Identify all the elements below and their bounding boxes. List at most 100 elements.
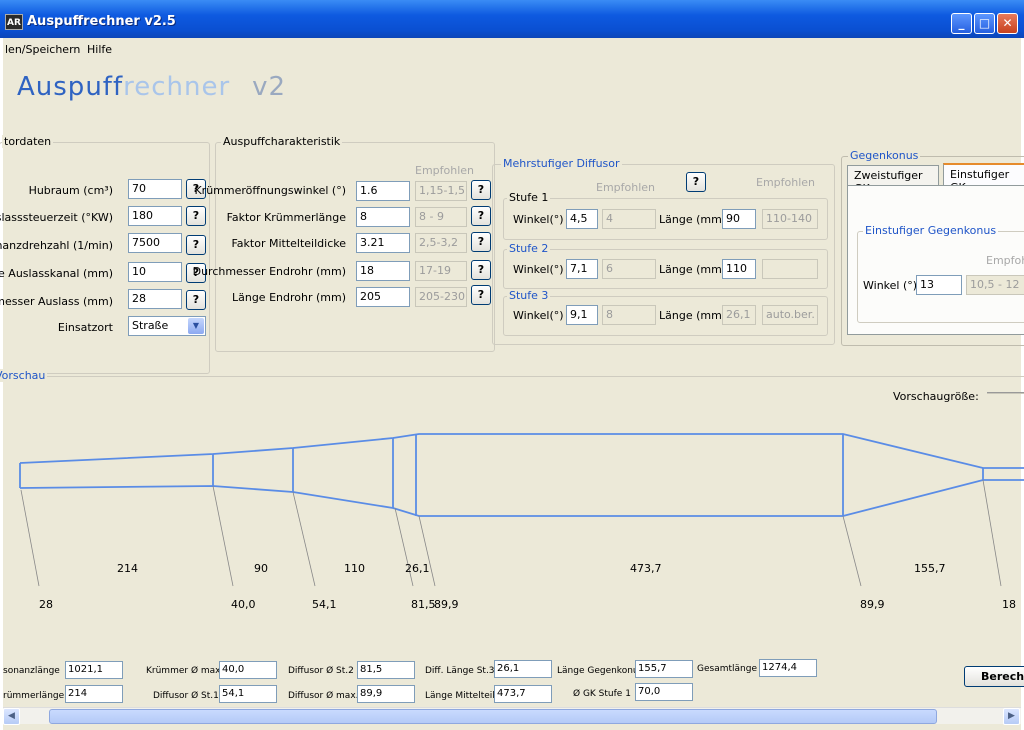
endrohr-laenge-input[interactable]: 205 <box>356 287 410 307</box>
gk-winkel-label: Winkel (°) <box>863 279 918 292</box>
gk-winkel-input[interactable]: 13 <box>916 275 962 295</box>
endrohr-laenge-recommended: 205-230 <box>415 287 467 307</box>
window-title: Auspuffrechner v2.5 <box>27 14 176 29</box>
stufe-3-laenge-value: 26,1 <box>722 305 756 325</box>
stufe-2-winkel-input[interactable]: 7,1 <box>566 259 598 279</box>
help-button-auslasskanal[interactable]: ? <box>186 263 206 283</box>
label-drehzahl: esonanzdrehzahl (1/min) <box>0 239 113 252</box>
help-button-endrohr-laenge[interactable]: ? <box>471 285 491 305</box>
help-button-diffusor[interactable]: ? <box>686 172 706 192</box>
stufe-2-laenge-input[interactable]: 110 <box>722 259 756 279</box>
help-button-kruemmerlaenge[interactable]: ? <box>471 206 491 226</box>
maximize-button[interactable]: □ <box>974 13 995 34</box>
length-label-diff1: 90 <box>254 562 268 575</box>
label-hubraum: Hubraum (cm³) <box>28 184 113 197</box>
gegenkonus-title: Gegenkonus <box>848 149 921 162</box>
stufe-3-laenge-label: Länge (mm) <box>659 309 727 322</box>
help-button-drehzahl[interactable]: ? <box>186 235 206 255</box>
kruemmerwinkel-recommended: 1,15-1,5 <box>415 181 467 201</box>
scrollbar-thumb[interactable] <box>49 709 937 724</box>
stufe-3-title: Stufe 3 <box>507 289 551 302</box>
label-endrohr-durchmesser: Durchmesser Endrohr (mm) <box>192 265 346 278</box>
logo-part-1: Auspuff <box>17 72 124 102</box>
chevron-down-icon[interactable]: ▼ <box>188 318 204 334</box>
hubraum-input[interactable]: 70 <box>128 179 182 199</box>
result-label: sonanzlänge <box>3 666 60 676</box>
help-button-endrohr-durchmesser[interactable]: ? <box>471 260 491 280</box>
leader-line <box>20 489 40 587</box>
diameter-label: 28 <box>39 598 53 611</box>
kruemmerwinkel-input[interactable]: 1.6 <box>356 181 410 201</box>
drehzahl-input[interactable]: 7500 <box>128 233 182 253</box>
stufe-2-laenge-recommended <box>762 259 818 279</box>
gegenkonus-group: Gegenkonus Zweistufiger GK Einstufiger G… <box>841 149 1024 346</box>
result-label: Krümmer Ø max <box>146 666 221 676</box>
leader-line <box>418 515 436 587</box>
horizontal-scrollbar[interactable]: ◀ ▶ <box>3 707 1021 725</box>
auslass-durchmesser-input[interactable]: 28 <box>128 289 182 309</box>
help-button-steuerzeit[interactable]: ? <box>186 206 206 226</box>
auslasskanal-input[interactable]: 10 <box>128 262 182 282</box>
result-label: Länge Gegenkonus <box>557 666 644 676</box>
kruemmerlaenge-input[interactable]: 8 <box>356 207 410 227</box>
leader-line <box>982 479 1002 587</box>
result-resonanzlaenge: 1021,1 <box>65 661 123 679</box>
menu-file[interactable]: len/Speichern <box>5 43 81 56</box>
einstufiger-gk-group: Einstufiger Gegenkonus Empfohlen Winkel … <box>857 224 1024 323</box>
help-button-hubraum[interactable]: ? <box>186 179 206 199</box>
gegenkonus-panel: Einstufiger Gegenkonus Empfohlen Winkel … <box>847 185 1024 335</box>
length-label-gegenkonus: 155,7 <box>914 562 946 575</box>
stufe-2-winkel-recommended: 6 <box>602 259 656 279</box>
result-gk-stufe1: 70,0 <box>635 683 693 701</box>
logo-part-2: rechner <box>123 72 231 102</box>
berechnen-button[interactable]: Berech <box>964 666 1024 687</box>
stufe-1-group: Stufe 1 Winkel(°) 4,5 4 Länge (mm) 90 11… <box>503 191 828 240</box>
close-button[interactable]: ✕ <box>997 13 1018 34</box>
label-auslass-durchmesser: rchmesser Auslass (mm) <box>0 295 113 308</box>
help-button-auslass[interactable]: ? <box>186 290 206 310</box>
stufe-3-winkel-recommended: 8 <box>602 305 656 325</box>
diameter-label: 40,0 <box>231 598 256 611</box>
result-label: Länge Mittelteil <box>425 691 495 701</box>
steuerzeit-input[interactable]: 180 <box>128 206 182 226</box>
length-label-diff2: 110 <box>344 562 365 575</box>
result-label: Diffusor Ø St.1 <box>153 691 219 701</box>
result-label: rümmerlänge <box>3 691 65 701</box>
result-label: Ø GK Stufe 1 <box>573 689 631 699</box>
stufe-3-winkel-input[interactable]: 9,1 <box>566 305 598 325</box>
vorschau-size-slider[interactable] <box>987 392 1024 394</box>
result-label: Diffusor Ø St.2 <box>288 666 354 676</box>
menu-bar: len/Speichern Hilfe <box>3 40 1021 58</box>
label-kruemmerlaenge: Faktor Krümmerlänge <box>226 211 346 224</box>
stufe-1-laenge-recommended: 110-140 <box>762 209 818 229</box>
stufe-2-winkel-label: Winkel(°) <box>513 263 564 276</box>
stufe-1-winkel-input[interactable]: 4,5 <box>566 209 598 229</box>
result-diffusor-st2: 81,5 <box>357 661 415 679</box>
menu-help[interactable]: Hilfe <box>87 43 113 56</box>
help-button-kruemmerwinkel[interactable]: ? <box>471 180 491 200</box>
scroll-right-icon[interactable]: ▶ <box>1003 708 1020 725</box>
endrohr-durchmesser-input[interactable]: 18 <box>356 261 410 281</box>
help-button-mittelteildicke[interactable]: ? <box>471 232 491 252</box>
result-gesamtlaenge: 1274,4 <box>759 659 817 677</box>
pipe-outline-bottom <box>19 479 1024 517</box>
einsatzort-select[interactable]: Straße▼ <box>128 316 206 336</box>
result-diffusor-max: 89,9 <box>357 685 415 703</box>
stufe-3-laenge-recommended: auto.ber. <box>762 305 818 325</box>
app-icon: AR <box>5 14 23 30</box>
vorschau-group: Vorschau Vorschaugröße: <box>0 369 1024 676</box>
minimize-button[interactable]: _ <box>951 13 972 34</box>
stufe-1-laenge-input[interactable]: 90 <box>722 209 756 229</box>
mittelteildicke-input[interactable]: 3.21 <box>356 233 410 253</box>
result-kruemmer-max: 40,0 <box>219 661 277 679</box>
label-endrohr-laenge: Länge Endrohr (mm) <box>231 291 346 304</box>
stufe-1-winkel-recommended: 4 <box>602 209 656 229</box>
tab-einstufiger-gk[interactable]: Einstufiger GK <box>943 163 1024 194</box>
label-steuerzeit: Auslasssteuerzeit (°KW) <box>0 211 113 224</box>
vorschaugroesse-label: Vorschaugröße: <box>893 390 979 403</box>
scroll-left-icon[interactable]: ◀ <box>3 708 20 725</box>
stufe-2-group: Stufe 2 Winkel(°) 7,1 6 Länge (mm) 110 <box>503 242 828 289</box>
motordaten-group: tordaten Hubraum (cm³) 70 ? Auslasssteue… <box>0 135 210 374</box>
tab-zweistufiger-gk[interactable]: Zweistufiger GK <box>847 165 939 195</box>
leader-line <box>394 507 414 587</box>
